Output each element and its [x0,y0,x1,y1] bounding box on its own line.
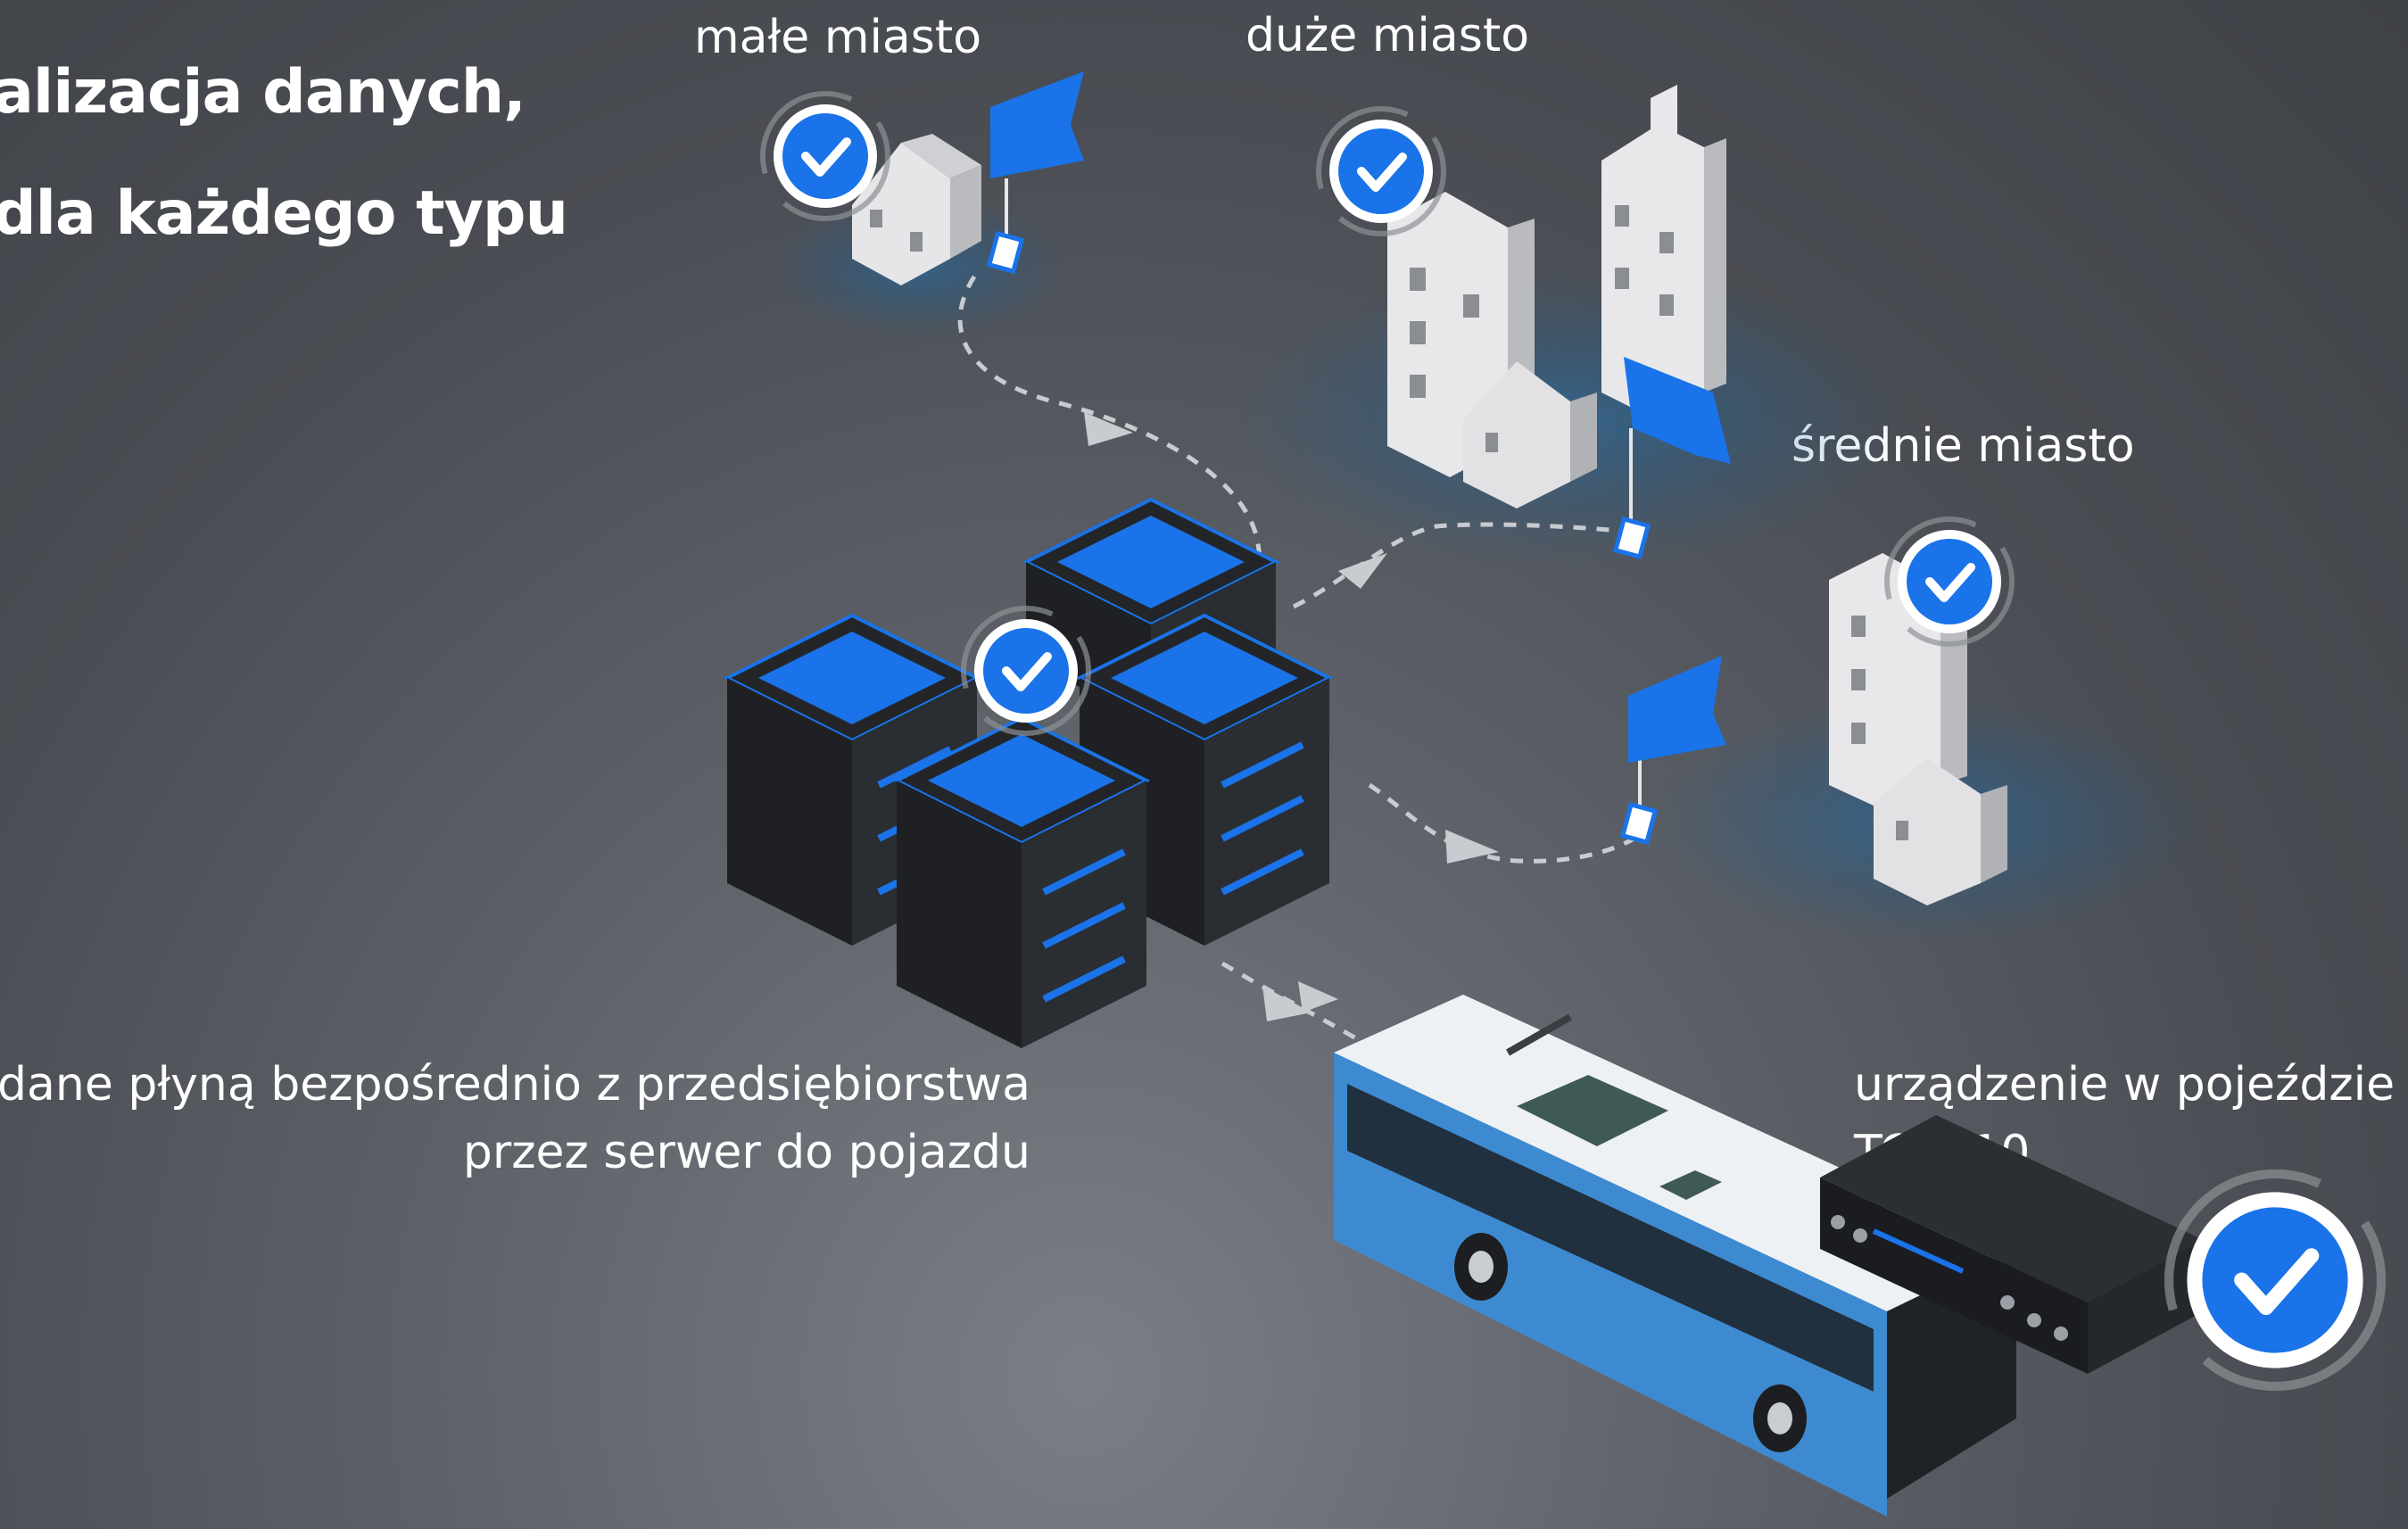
big-city-towers-icon [1387,85,1726,508]
server-stack-icon [723,497,1334,1048]
flow-arrowheads [1084,412,1499,1021]
small-city-flag-icon [986,71,1084,275]
heading-line-2: dla każdego typu [0,178,568,249]
heading-line-1: alizacja danych, [0,57,526,128]
device-box-icon [1820,1115,2204,1374]
small-city-house-icon [852,134,981,285]
small-city-check-icon [763,94,888,219]
big-city-label: duże miasto [1245,9,1530,62]
flow-description-line-1: dane płyną bezpośrednio z przedsiębiorst… [0,1058,1030,1112]
device-check-icon [2169,1174,2381,1386]
device-label-line-1: urządzenie w pojeździe [1854,1058,2396,1112]
small-city-label: małe miasto [694,11,982,64]
big-city-flag-icon [1612,357,1731,560]
big-city-check-icon [1319,109,1444,234]
medium-city-flag-icon [1619,656,1726,846]
flow-description-line-2: przez serwer do pojazdu [462,1126,1030,1179]
